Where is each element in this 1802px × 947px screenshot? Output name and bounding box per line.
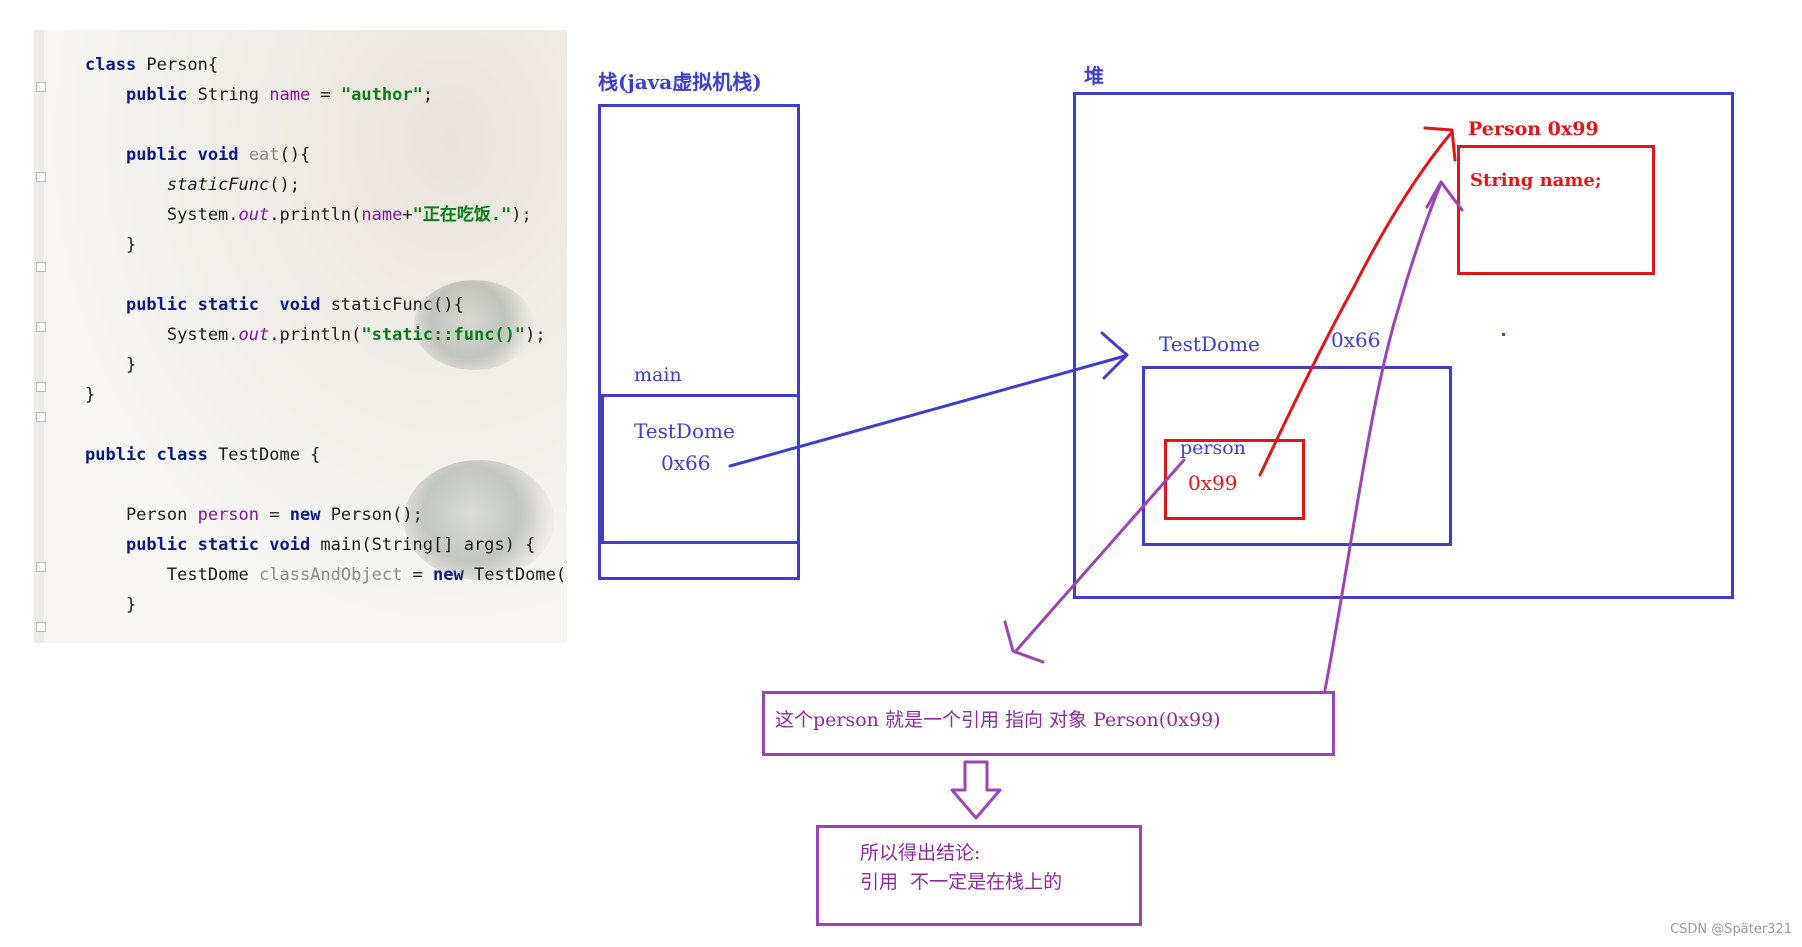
- person-object-box: [1457, 145, 1655, 275]
- code-line: public String name = "author";: [125, 85, 434, 105]
- main-frame-box: [601, 394, 800, 544]
- code-line: TestDome classAndObject = new TestDome(: [85, 565, 567, 585]
- code-line: System.out.println(name+"正在吃饭.");: [85, 205, 532, 225]
- arrowhead-icon: [1423, 126, 1457, 162]
- code-line: class Person{: [85, 55, 219, 75]
- conclusion-line-1: 所以得出结论:: [860, 842, 981, 864]
- fold-marker-icon[interactable]: [36, 82, 46, 92]
- person-to-note-arrow: [1013, 458, 1186, 654]
- stack-var-value: 0x66: [661, 451, 711, 475]
- code-gutter: [34, 30, 44, 643]
- fold-marker-icon[interactable]: [36, 622, 46, 632]
- fold-marker-icon[interactable]: [36, 382, 46, 392]
- heap-box: [1073, 92, 1734, 599]
- background-cat-eye: [414, 280, 534, 370]
- code-line: }: [85, 595, 137, 615]
- stack-frame-label: main: [634, 364, 682, 386]
- code-line: }: [85, 235, 137, 255]
- arrowhead-icon: [1425, 180, 1464, 212]
- code-panel: class Person{ public String name = "auth…: [34, 30, 567, 643]
- watermark: CSDN @Später321: [1670, 922, 1792, 937]
- reference-note-text: 这个person 就是一个引用 指向 对象 Person(0x99): [775, 709, 1221, 731]
- heap-testdome-addr: 0x66: [1331, 328, 1381, 352]
- person-field-value: 0x99: [1188, 471, 1238, 495]
- code-line: public static void main(String[] args) {: [125, 535, 536, 555]
- stack-to-heap-arrow: [728, 354, 1127, 468]
- person-object-field: String name;: [1470, 170, 1602, 191]
- arrowhead-icon: [1003, 620, 1045, 664]
- fold-marker-icon[interactable]: [36, 412, 46, 422]
- fold-marker-icon[interactable]: [36, 322, 46, 332]
- code-line: public class TestDome {: [85, 445, 321, 465]
- code-line: public static void staticFunc(){: [125, 295, 464, 315]
- note-to-object-arrow: [1323, 181, 1443, 692]
- arrowhead-icon: [1100, 331, 1129, 380]
- person-object-label: Person 0x99: [1468, 118, 1599, 140]
- stray-dot: [1502, 333, 1505, 336]
- code-line: }: [85, 355, 137, 375]
- code-line: public void eat(){: [125, 145, 311, 165]
- code-block: class Person{ public String name = "auth…: [85, 50, 566, 620]
- code-line: Person person = new Person();: [85, 505, 423, 525]
- heap-title: 堆: [1084, 64, 1104, 88]
- fold-marker-icon[interactable]: [36, 262, 46, 272]
- testdome-object-box: [1142, 366, 1452, 546]
- stack-box: [598, 104, 800, 580]
- fold-marker-icon[interactable]: [36, 172, 46, 182]
- code-line: System.out.println("static::func()");: [85, 325, 546, 345]
- person-field-name: person: [1180, 437, 1246, 459]
- code-line: staticFunc();: [166, 175, 300, 195]
- down-arrow-icon: [950, 760, 1002, 820]
- heap-testdome-label: TestDome: [1159, 332, 1260, 356]
- conclusion-box: [816, 825, 1142, 926]
- person-to-object-arrow: [1258, 130, 1454, 477]
- reference-note-box: [762, 691, 1335, 756]
- stack-var-name: TestDome: [634, 419, 735, 443]
- background-cat-eye: [404, 460, 554, 580]
- conclusion-line-2: 引用 不一定是在栈上的: [860, 871, 1063, 893]
- fold-marker-icon[interactable]: [36, 562, 46, 572]
- code-line: }: [85, 385, 96, 405]
- stack-title: 栈(java虚拟机栈): [598, 70, 762, 94]
